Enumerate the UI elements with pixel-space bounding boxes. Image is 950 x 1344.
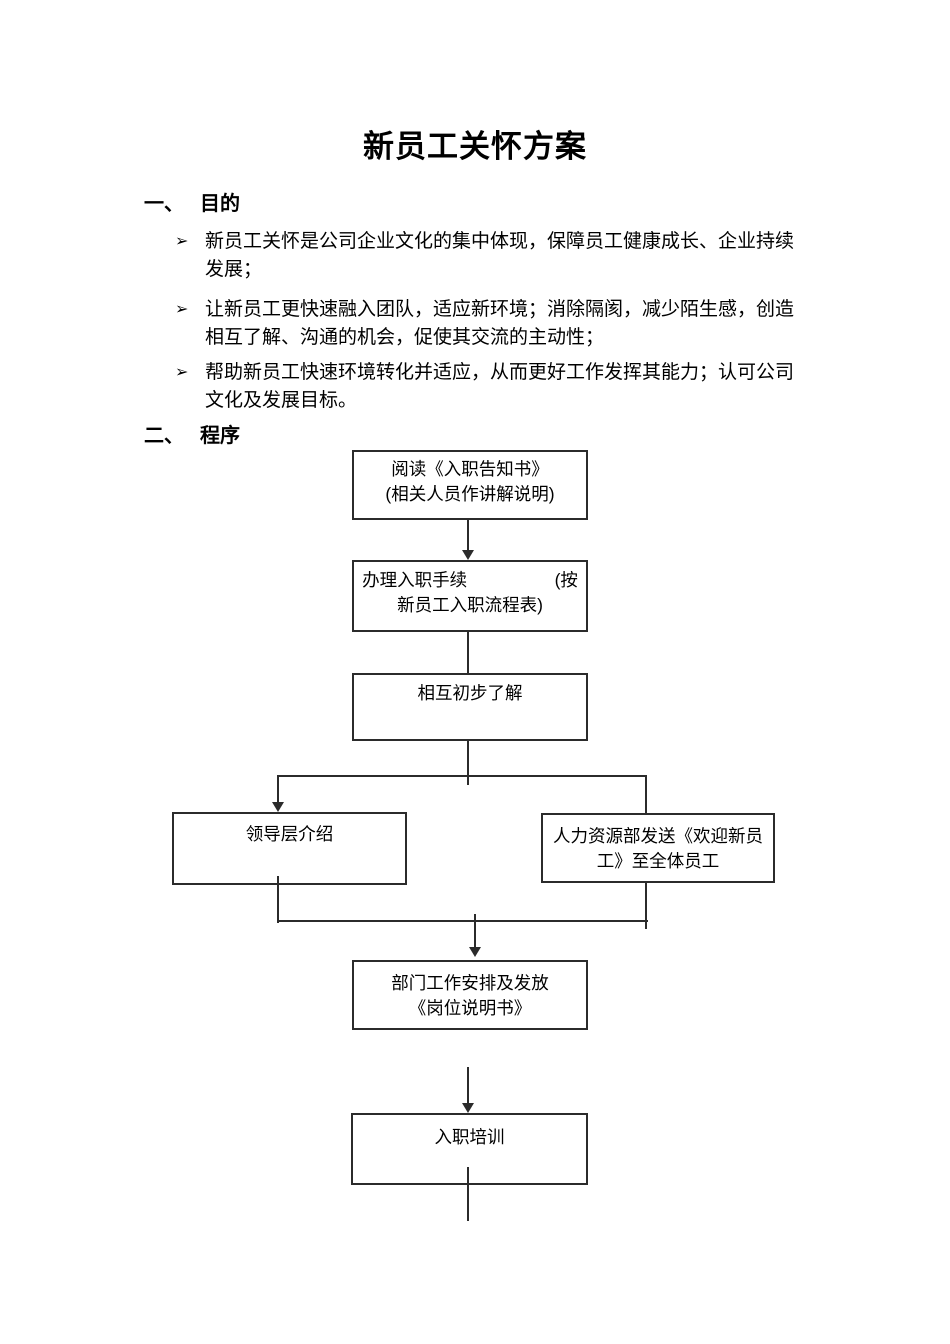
flow-box-department-arrangement: 部门工作安排及发放 《岗位说明书》: [352, 960, 588, 1030]
section-number: 一、: [144, 193, 184, 215]
flow-box-onboarding-procedure: 办理入职手续 (按 新员工入职流程表): [352, 560, 588, 632]
flow-box-hr-welcome-email: 人力资源部发送《欢迎新员 工》至全体员工: [541, 813, 775, 883]
section-heading-procedure: 二、 程序: [144, 423, 810, 449]
flow-box-mutual-understanding: 相互初步了解: [352, 673, 588, 741]
bullet-text: 帮助新员工快速环境转化并适应，从而更好工作发挥其能力；认可公司文化及发展目标。: [205, 362, 795, 411]
bullet-arrow-icon: ➢: [175, 233, 189, 250]
connector-line: [474, 914, 476, 948]
bullet-arrow-icon: ➢: [175, 364, 189, 381]
connector-line: [467, 1067, 469, 1104]
bullet-item: ➢ 帮助新员工快速环境转化并适应，从而更好工作发挥其能力；认可公司文化及发展目标…: [144, 359, 810, 415]
bullet-item: ➢ 让新员工更快速融入团队，适应新环境；消除隔阂，减少陌生感，创造相互了解、沟通…: [144, 296, 810, 352]
connector-line: [467, 741, 469, 785]
page-title: 新员工关怀方案: [363, 129, 587, 164]
document-body: 一、 目的 ➢ 新员工关怀是公司企业文化的集中体现，保障员工健康成长、企业持续发…: [144, 191, 810, 449]
bullet-arrow-icon: ➢: [175, 301, 189, 318]
section-heading-purpose: 一、 目的: [144, 191, 810, 217]
arrowhead-down-icon: [272, 802, 284, 812]
connector-line: [645, 775, 647, 813]
bullet-text: 让新员工更快速融入团队，适应新环境；消除隔阂，减少陌生感，创造相互了解、沟通的机…: [205, 299, 795, 348]
branch-connector-line: [277, 775, 647, 777]
connector-line: [467, 520, 469, 551]
flow-box-onboarding-training: 入职培训: [351, 1113, 588, 1185]
flow-box-leadership-introduction: 领导层介绍: [172, 812, 407, 885]
bullet-text: 新员工关怀是公司企业文化的集中体现，保障员工健康成长、企业持续发展；: [205, 231, 795, 280]
section-number: 二、: [144, 425, 184, 447]
connector-line: [277, 876, 279, 923]
connector-line: [645, 883, 647, 929]
merge-connector-line: [277, 920, 648, 922]
section-title: 目的: [200, 193, 240, 215]
arrowhead-down-icon: [462, 550, 474, 560]
section-title: 程序: [200, 425, 240, 447]
connector-line: [467, 632, 469, 673]
connector-line: [467, 1167, 469, 1221]
flow-box-read-notice: 阅读《入职告知书》 (相关人员作讲解说明): [352, 450, 588, 520]
arrowhead-down-icon: [469, 947, 481, 957]
arrowhead-down-icon: [462, 1103, 474, 1113]
bullet-item: ➢ 新员工关怀是公司企业文化的集中体现，保障员工健康成长、企业持续发展；: [144, 228, 810, 284]
connector-line: [277, 775, 279, 803]
